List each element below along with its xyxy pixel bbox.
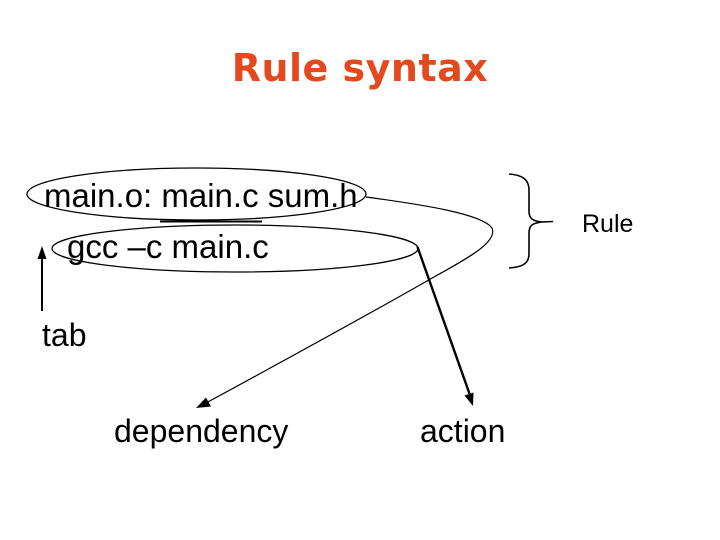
rule-brace-path	[508, 173, 543, 269]
action-arrow-line	[416, 246, 473, 399]
action-arrow	[416, 246, 474, 406]
tab-arrowhead-icon	[37, 246, 47, 259]
tab-arrow	[37, 246, 47, 311]
label-dependency: dependency	[114, 413, 289, 449]
dependency-arrow	[196, 196, 494, 408]
dependency-arrowhead-icon	[196, 397, 211, 408]
action-arrowhead-icon	[464, 392, 474, 406]
code-line-target-dependencies: main.o: main.c sum.h	[44, 177, 358, 214]
dependency-arrow-line	[205, 196, 494, 404]
code-line-command: gcc –c main.c	[67, 228, 269, 265]
rule-brace-tick	[541, 220, 554, 223]
label-tab: tab	[42, 317, 87, 353]
dependency-line-ellipse	[26, 167, 367, 221]
rule-brace	[508, 173, 554, 269]
label-action: action	[420, 413, 506, 449]
slide-title: Rule syntax	[231, 46, 489, 90]
label-rule: Rule	[582, 210, 634, 238]
